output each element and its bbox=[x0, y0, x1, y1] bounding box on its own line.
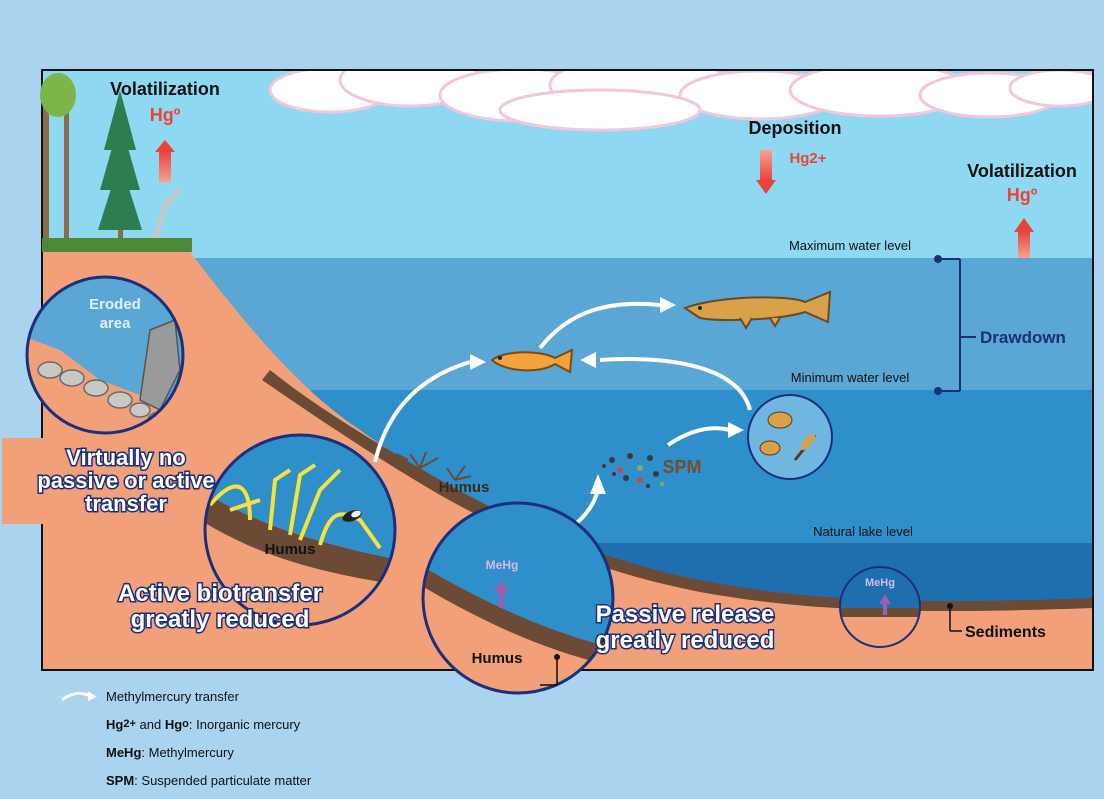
hg0-right-label: Hgº bbox=[1007, 185, 1038, 205]
drawdown-label: Drawdown bbox=[980, 328, 1066, 347]
active-biotransfer-line2: greatly reduced bbox=[131, 606, 310, 633]
min-water-level-label: Minimum water level bbox=[791, 370, 910, 385]
hg0-up-arrow-left bbox=[155, 140, 175, 182]
passive-release-circle bbox=[421, 501, 615, 695]
hg2-down-arrow bbox=[756, 150, 776, 194]
small-fish bbox=[490, 348, 574, 374]
natural-lake-level-label: Natural lake level bbox=[813, 524, 913, 539]
eroded-label-line2: area bbox=[100, 315, 132, 332]
virtually-no-line2: passive or active bbox=[37, 468, 214, 493]
mehg-right-label: MeHg bbox=[865, 577, 895, 589]
volatilization-left-label: Volatilization bbox=[110, 79, 220, 99]
virtually-no-line3: transfer bbox=[85, 491, 167, 516]
eroded-area-circle bbox=[25, 275, 185, 435]
clouds bbox=[268, 70, 1093, 132]
legend-row-mehg: MeHg: Methylmercury bbox=[106, 744, 234, 760]
legend-hg0: Hg bbox=[164, 716, 183, 732]
virtually-no-line1: Virtually no bbox=[66, 445, 185, 470]
sediments-pointer bbox=[949, 606, 962, 632]
spm-particles bbox=[602, 453, 664, 488]
passive-release-line2: greatly reduced bbox=[596, 627, 775, 654]
mehg-center-label: MeHg bbox=[486, 558, 519, 572]
white-arrow-icon bbox=[61, 691, 97, 702]
hg0-left-label: Hgº bbox=[150, 105, 181, 125]
legend-transfer-text: Methylmercury transfer bbox=[106, 688, 239, 704]
legend-hg2: Hg bbox=[106, 716, 124, 732]
eroded-label-line1: Eroded bbox=[89, 296, 141, 313]
max-water-level-label: Maximum water level bbox=[789, 238, 911, 253]
pike-fish bbox=[682, 290, 832, 330]
humus-slope-label: Humus bbox=[439, 479, 490, 496]
active-biotransfer-line1: Active biotransfer bbox=[118, 580, 322, 607]
biotransfer-circle bbox=[203, 433, 397, 627]
spm-label: SPM bbox=[662, 457, 701, 477]
trees bbox=[40, 73, 192, 252]
humus-circle-label: Humus bbox=[265, 541, 316, 558]
zooplankton-circle bbox=[747, 394, 833, 480]
legend-row-spm: SPM: Suspended particulate matter bbox=[106, 772, 312, 788]
sediments-label: Sediments bbox=[965, 624, 1046, 641]
legend-row-transfer: Methylmercury transfer bbox=[60, 682, 480, 710]
humus-bottom-label: Humus bbox=[472, 650, 523, 667]
hg0-up-arrow-right bbox=[1014, 218, 1034, 258]
roots bbox=[395, 451, 472, 481]
passive-release-line1: Passive release bbox=[596, 601, 775, 628]
deposition-label: Deposition bbox=[749, 118, 842, 138]
volatilization-right-label: Volatilization bbox=[967, 161, 1077, 181]
hg2-label: Hg2+ bbox=[789, 150, 826, 167]
